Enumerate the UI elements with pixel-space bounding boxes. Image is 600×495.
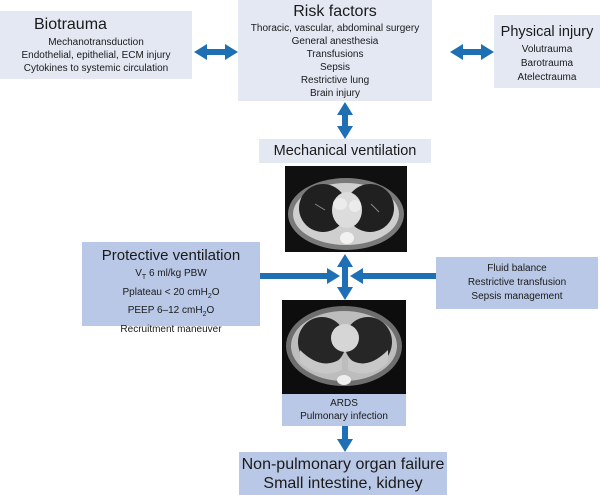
biotrauma-line: Endothelial, epithelial, ECM injury bbox=[21, 50, 171, 62]
risk-factors-box: Risk factors Thoracic, vascular, abdomin… bbox=[238, 0, 432, 101]
risk-factor-item: Sepsis bbox=[319, 61, 350, 73]
risk-factor-item: Restrictive lung bbox=[300, 74, 370, 86]
fluid-item: Restrictive transfusion bbox=[467, 277, 567, 288]
pulmonary-infection-label: Pulmonary infection bbox=[300, 411, 388, 423]
ct-scan-chest-image bbox=[285, 166, 407, 252]
biotrauma-line: Cytokines to systemic circulation bbox=[23, 63, 169, 75]
protective-ventilation-box: Protective ventilation VT 6 ml/kg PBW Pp… bbox=[82, 242, 260, 335]
physical-injury-item: Volutrauma bbox=[521, 44, 573, 55]
risk-factors-title: Risk factors bbox=[293, 3, 377, 20]
recruitment-item: Recruitment maneuver bbox=[120, 323, 222, 335]
physical-injury-title: Physical injury bbox=[500, 24, 594, 40]
risk-factor-item: Brain injury bbox=[309, 87, 361, 99]
organ-failure-box: Non-pulmonary organ failure Small intest… bbox=[239, 452, 447, 495]
physical-injury-item: Atelectrauma bbox=[517, 72, 577, 83]
arrow-ards-to-organ-failure bbox=[337, 426, 353, 452]
mechanical-ventilation-title: Mechanical ventilation bbox=[273, 143, 417, 159]
risk-factor-item: Transfusions bbox=[306, 48, 364, 60]
ards-box: ARDS Pulmonary infection bbox=[282, 394, 406, 426]
organ-failure-subtitle: Small intestine, kidney bbox=[263, 475, 423, 492]
mechanical-ventilation-box: Mechanical ventilation bbox=[259, 139, 431, 163]
double-arrow-biotrauma-risk bbox=[194, 44, 238, 60]
pplateau-item: Pplateau < 20 cmH2O bbox=[122, 286, 220, 300]
physical-injury-box: Physical injury Volutrauma Barotrauma At… bbox=[494, 15, 600, 88]
fluid-management-box: Fluid balance Restrictive transfusion Se… bbox=[436, 257, 598, 309]
arrow-fluid-to-center bbox=[350, 268, 436, 284]
tidal-volume-item: VT 6 ml/kg PBW bbox=[135, 268, 207, 281]
biotrauma-title: Biotrauma bbox=[34, 16, 107, 33]
arrow-protective-to-center bbox=[260, 268, 340, 284]
biotrauma-line: Mechanotransduction bbox=[48, 37, 144, 48]
double-arrow-ventilation-ards bbox=[337, 254, 353, 300]
risk-factor-item: General anesthesia bbox=[291, 35, 379, 47]
double-arrow-risk-mechvent bbox=[337, 102, 353, 139]
ct-scan-ards-image bbox=[282, 300, 406, 394]
ards-label: ARDS bbox=[330, 398, 358, 409]
risk-factor-item: Thoracic, vascular, abdominal surgery bbox=[250, 23, 420, 34]
protective-ventilation-title: Protective ventilation bbox=[101, 247, 241, 264]
fluid-item: Sepsis management bbox=[471, 291, 563, 302]
physical-injury-item: Barotrauma bbox=[520, 58, 574, 69]
fluid-item: Fluid balance bbox=[487, 263, 547, 274]
double-arrow-risk-physical bbox=[450, 44, 494, 60]
peep-item: PEEP 6–12 cmH2O bbox=[127, 305, 215, 319]
organ-failure-title: Non-pulmonary organ failure bbox=[241, 456, 445, 473]
biotrauma-box: Biotrauma Mechanotransduction Endothelia… bbox=[0, 11, 192, 79]
